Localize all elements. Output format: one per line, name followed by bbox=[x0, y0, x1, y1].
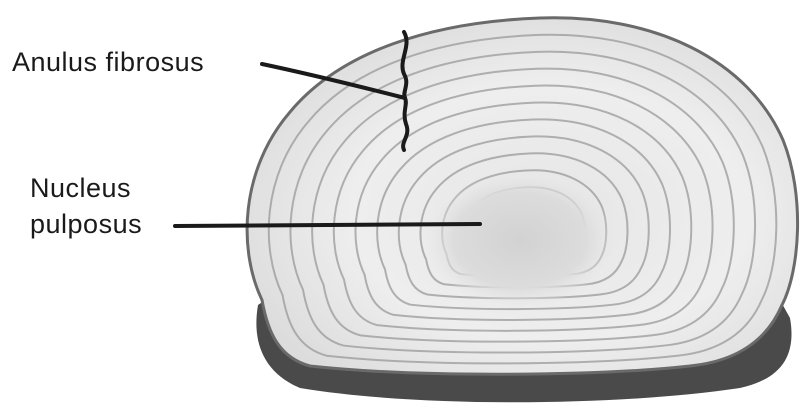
anulus-fibrosus-label: Anulus fibrosus bbox=[12, 46, 204, 78]
nucleus-pulposus-label-line1: Nucleus bbox=[30, 172, 131, 204]
nucleus-pulposus-label-line2: pulposus bbox=[30, 208, 142, 240]
nucleus-leader-line bbox=[175, 224, 480, 226]
nucleus-pulposus-region bbox=[425, 172, 615, 308]
